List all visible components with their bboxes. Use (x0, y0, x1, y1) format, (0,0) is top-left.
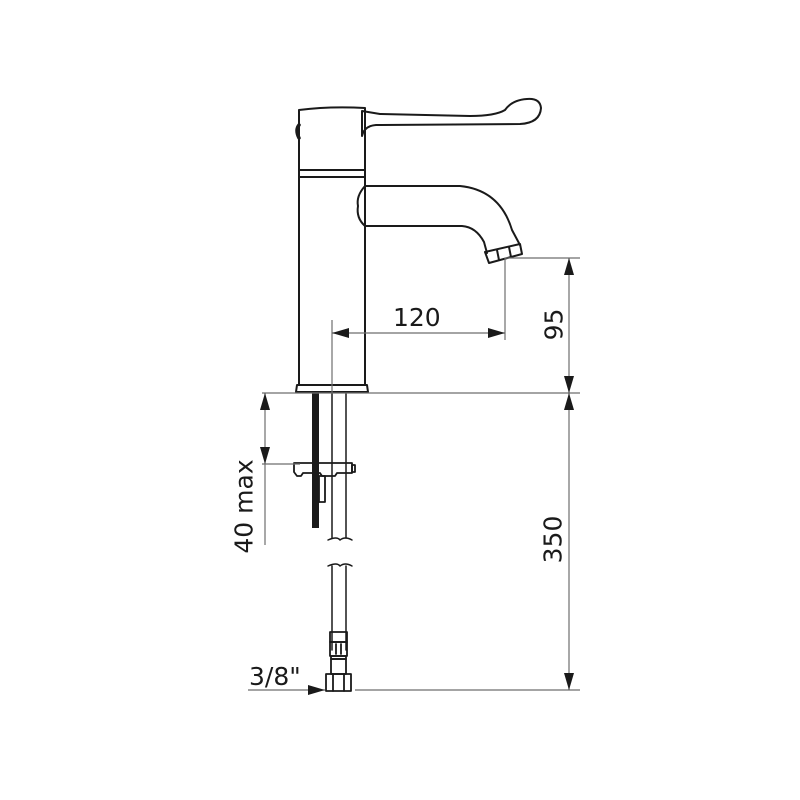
base-plate (295, 384, 369, 393)
dimension-spout-reach: 120 (393, 303, 441, 332)
hose-connector-nut (325, 631, 352, 692)
tap-body (295, 106, 366, 386)
dimension-hose-length: 350 (538, 515, 568, 564)
fixing-bracket (293, 462, 356, 503)
dimension-spout-height: 95 (539, 308, 569, 341)
lever-handle (361, 97, 542, 137)
dimension-arrows (260, 258, 574, 695)
threaded-rod (312, 393, 319, 528)
dimension-connection-thread: 3/8" (249, 662, 301, 691)
flexible-hoses (327, 392, 353, 651)
dimension-max-deck-thickness: 40 max (229, 459, 259, 554)
dimension-lines (248, 257, 580, 691)
spout (356, 185, 523, 264)
